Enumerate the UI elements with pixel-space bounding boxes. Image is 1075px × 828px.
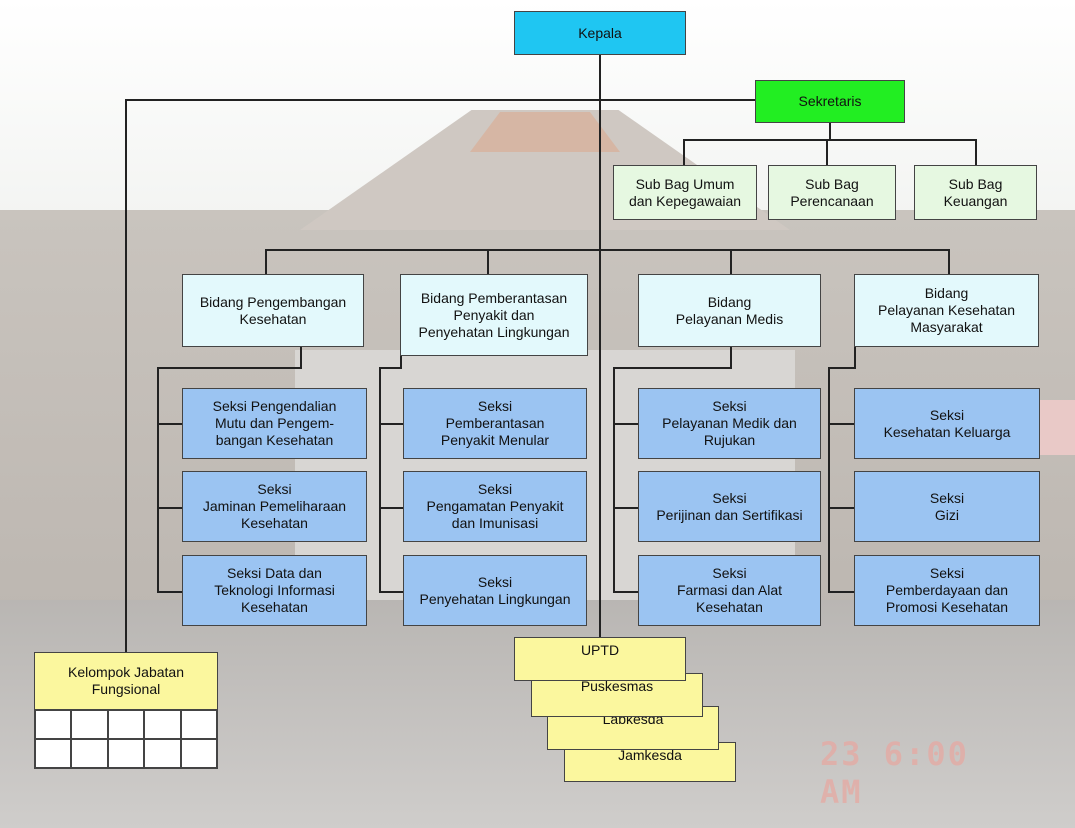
- photo-timestamp: 23 6:00 AM: [820, 735, 969, 811]
- connector-d2-s2: [379, 507, 404, 509]
- connector-division-3: [730, 249, 732, 274]
- connector-d3-s1: [613, 423, 639, 425]
- grid-cell: [107, 710, 145, 739]
- section-penyehatan-lingkungan: Seksi Penyehatan Lingkungan: [403, 555, 587, 626]
- connector-secretary-down: [829, 123, 831, 140]
- section-pelayanan-medik-rujukan: Seksi Pelayanan Medik dan Rujukan: [638, 388, 821, 459]
- connector-top-horizontal: [125, 99, 755, 101]
- connector-d4-s3: [828, 591, 855, 593]
- connector-subunit-2: [826, 139, 828, 166]
- section-gizi: Seksi Gizi: [854, 471, 1040, 542]
- connector-subunit-3: [975, 139, 977, 166]
- connector-d2-s1: [379, 423, 404, 425]
- connector-d2-bus: [379, 367, 381, 592]
- connector-d1-bus: [157, 367, 159, 592]
- secretary-box: Sekretaris: [755, 80, 905, 123]
- section-kesehatan-keluarga: Seksi Kesehatan Keluarga: [854, 388, 1040, 459]
- connector-d4-s1: [828, 423, 855, 425]
- connector-d4-s2: [828, 507, 855, 509]
- connector-subunits: [683, 139, 976, 141]
- section-perijinan-sertifikasi: Seksi Perijinan dan Sertifikasi: [638, 471, 821, 542]
- subunit-umum-kepegawaian: Sub Bag Umum dan Kepegawaian: [613, 165, 757, 220]
- connector-spine: [599, 54, 601, 640]
- grid-cell: [35, 710, 72, 739]
- connector-d4-horizontal: [828, 367, 856, 369]
- section-farmasi-alat-kesehatan: Seksi Farmasi dan Alat Kesehatan: [638, 555, 821, 626]
- grid-cell: [180, 710, 217, 739]
- grid-cell: [144, 739, 181, 768]
- section-data-teknologi: Seksi Data dan Teknologi Informasi Keseh…: [182, 555, 367, 626]
- connector-d3-s2: [613, 507, 639, 509]
- functional-group-grid: [34, 709, 218, 769]
- grid-cell: [144, 710, 181, 739]
- connector-d3-s3: [613, 591, 639, 593]
- section-pemberdayaan-promosi: Seksi Pemberdayaan dan Promosi Kesehatan: [854, 555, 1040, 626]
- connector-d2-down: [400, 355, 402, 368]
- connector-d1-s1: [157, 423, 183, 425]
- section-pengamatan-imunisasi: Seksi Pengamatan Penyakit dan Imunisasi: [403, 471, 587, 542]
- connector-d1-down: [300, 346, 302, 368]
- connector-d3-bus: [613, 367, 615, 592]
- connector-d1-s2: [157, 507, 183, 509]
- division-pelayanan-kesehatan-masyarakat: Bidang Pelayanan Kesehatan Masyarakat: [854, 274, 1039, 347]
- grid-cell: [71, 710, 108, 739]
- connector-division-2: [487, 249, 489, 274]
- uptd-card-uptd: UPTD: [514, 637, 686, 681]
- connector-division-1: [265, 249, 267, 274]
- subunit-perencanaan: Sub Bag Perencanaan: [768, 165, 896, 220]
- connector-d1-s3: [157, 591, 183, 593]
- connector-division-4: [948, 249, 950, 274]
- division-pengembangan-kesehatan: Bidang Pengembangan Kesehatan: [182, 274, 364, 347]
- connector-functional: [125, 99, 127, 652]
- grid-cell: [35, 739, 72, 768]
- connector-d4-bus: [828, 367, 830, 592]
- head-box: Kepala: [514, 11, 686, 55]
- grid-cell: [71, 739, 108, 768]
- connector-d4-down: [854, 346, 856, 368]
- connector-d3-down: [730, 346, 732, 368]
- section-pemberantasan-menular: Seksi Pemberantasan Penyakit Menular: [403, 388, 587, 459]
- section-jaminan-pemeliharaan: Seksi Jaminan Pemeliharaan Kesehatan: [182, 471, 367, 542]
- connector-divisions: [265, 249, 949, 251]
- connector-d1-horizontal: [157, 367, 302, 369]
- photo-signboard: [1040, 400, 1075, 455]
- section-pengendalian-mutu: Seksi Pengendalian Mutu dan Pengem- bang…: [182, 388, 367, 459]
- grid-cell: [180, 739, 217, 768]
- connector-d2-horizontal: [379, 367, 402, 369]
- connector-d3-horizontal: [613, 367, 732, 369]
- functional-group-box: Kelompok Jabatan Fungsional: [34, 652, 218, 710]
- connector-subunit-1: [683, 139, 685, 166]
- division-pelayanan-medis: Bidang Pelayanan Medis: [638, 274, 821, 347]
- division-pemberantasan-penyakit: Bidang Pemberantasan Penyakit dan Penyeh…: [400, 274, 588, 356]
- connector-d2-s3: [379, 591, 404, 593]
- subunit-keuangan: Sub Bag Keuangan: [914, 165, 1037, 220]
- grid-cell: [107, 739, 145, 768]
